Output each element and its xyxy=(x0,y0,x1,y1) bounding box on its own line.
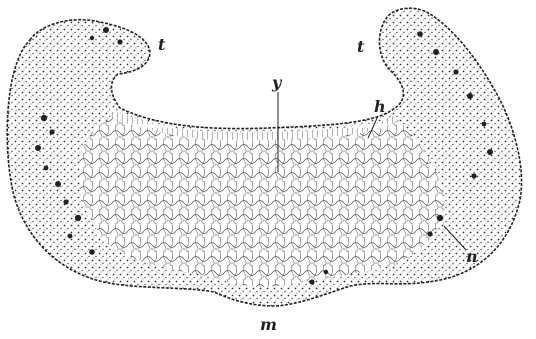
label-t-right: t xyxy=(357,37,365,56)
label-m: m xyxy=(260,315,277,334)
label-t-left: t xyxy=(158,35,166,54)
label-y: y xyxy=(271,73,283,92)
label-h: h xyxy=(374,97,386,116)
label-n: n xyxy=(466,247,478,266)
